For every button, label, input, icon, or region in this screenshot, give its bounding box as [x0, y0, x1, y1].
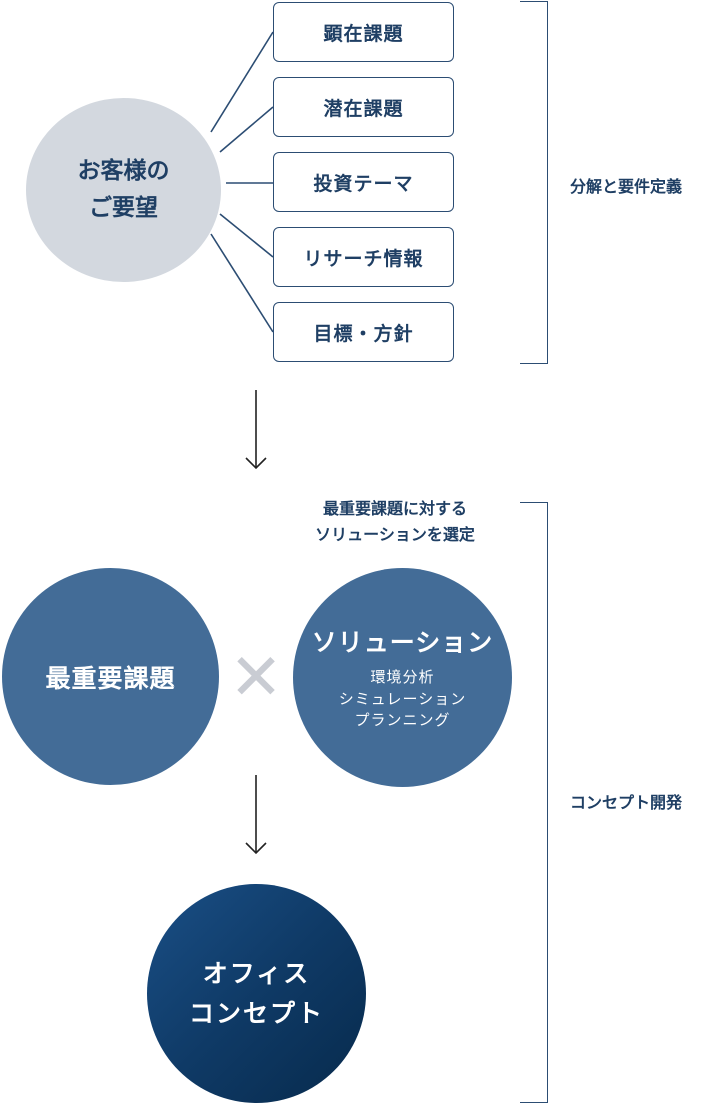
- connector-line: [210, 31, 274, 133]
- requirement-box: 投資テーマ: [273, 152, 454, 212]
- solution-title: ソリューション: [311, 627, 494, 657]
- phase-label: コンセプト開発: [570, 793, 683, 812]
- key-issue-circle: 最重要課題: [2, 568, 219, 785]
- requirement-box: 顕在課題: [273, 2, 454, 62]
- office-concept-circle: オフィス コンセプト: [147, 884, 366, 1103]
- phase-label: 分解と要件定義: [570, 177, 683, 196]
- down-arrow-icon: [245, 390, 267, 470]
- solution-item: シミュレーション: [338, 689, 467, 708]
- solution-circle: ソリューション 環境分析 シミュレーション プランニング: [293, 568, 512, 787]
- office-concept-line-1: オフィス: [202, 958, 311, 988]
- customer-line-1: お客様の: [77, 158, 170, 185]
- phase-bracket: [520, 1, 548, 364]
- requirement-box: リサーチ情報: [273, 227, 454, 287]
- requirement-box: 潜在課題: [273, 77, 454, 137]
- office-concept-line-2: コンセプト: [188, 998, 324, 1028]
- customer-request-circle: お客様の ご要望: [26, 98, 221, 282]
- connector-line: [210, 233, 274, 333]
- solution-item: 環境分析: [370, 667, 435, 686]
- customer-line-2: ご要望: [89, 195, 158, 221]
- connector-line: [219, 106, 274, 153]
- down-arrow-icon: [245, 775, 267, 855]
- phase-bracket: [520, 502, 548, 1103]
- connector-line: [219, 213, 274, 258]
- times-icon: ✕: [229, 641, 283, 715]
- requirement-box: 目標・方針: [273, 302, 454, 362]
- selection-note-line-1: 最重要課題に対する: [322, 499, 467, 518]
- solution-item: プランニング: [354, 711, 451, 730]
- selection-note-line-2: ソリューションを選定: [315, 525, 475, 545]
- selection-note: 最重要課題に対する ソリューションを選定: [270, 496, 520, 549]
